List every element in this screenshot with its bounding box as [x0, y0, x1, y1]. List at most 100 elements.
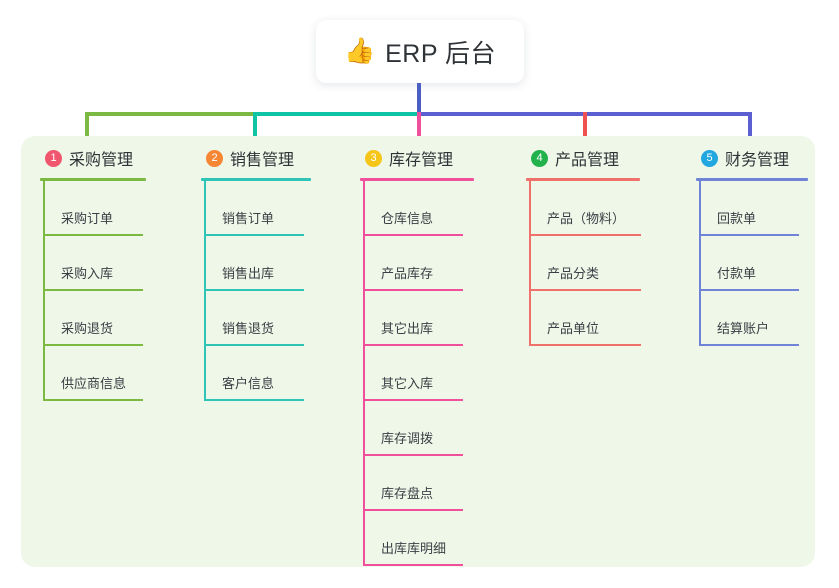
connector-drop-4	[583, 112, 587, 152]
column-spine	[699, 181, 701, 346]
sitemap-item-rule	[363, 564, 463, 566]
sitemap-item-label: 产品库存	[381, 266, 434, 281]
sitemap-item-label: 付款单	[717, 266, 757, 281]
column-header-rule	[360, 178, 474, 181]
sitemap-item-rule	[363, 399, 463, 401]
sitemap-column: 4 产品管理产品（物料） 产品分类产品单位	[526, 146, 686, 346]
sitemap-item-label: 销售订单	[222, 211, 275, 226]
sitemap-item-label: 仓库信息	[381, 211, 434, 226]
column-title: 销售管理	[230, 152, 295, 169]
sitemap-item[interactable]: 出库库明细	[363, 511, 520, 566]
sitemap-item[interactable]: 产品单位	[529, 291, 686, 346]
sitemap-item-rule	[43, 289, 143, 291]
column-spine	[363, 181, 365, 566]
sitemap-item-label: 出库库明细	[381, 541, 447, 556]
sitemap-item-label: 产品单位	[547, 321, 600, 336]
sitemap-item-rule	[204, 289, 304, 291]
sitemap-item[interactable]: 采购退货	[43, 291, 200, 346]
sitemap-item-rule	[363, 234, 463, 236]
column-spine	[529, 181, 531, 346]
sitemap-item-label: 采购退货	[61, 321, 114, 336]
sitemap-item-label: 库存盘点	[381, 486, 434, 501]
sitemap-item-label: 其它入库	[381, 376, 434, 391]
column-title: 库存管理	[389, 152, 454, 169]
column-header[interactable]: 2 销售管理	[201, 146, 361, 170]
column-header[interactable]: 3 库存管理	[360, 146, 520, 170]
connector-bus-green	[85, 112, 255, 116]
column-number-badge: 2	[206, 149, 223, 167]
column-header[interactable]: 5 财务管理	[696, 146, 839, 170]
sitemap-item-label: 采购订单	[61, 211, 114, 226]
sitemap-item[interactable]: 销售订单	[204, 181, 361, 236]
column-number-badge: 3	[365, 149, 382, 167]
sitemap-item[interactable]: 采购入库	[43, 236, 200, 291]
sitemap-item[interactable]: 回款单	[699, 181, 839, 236]
sitemap-item-label: 销售退货	[222, 321, 275, 336]
sitemap-item[interactable]: 销售出库	[204, 236, 361, 291]
sitemap-item[interactable]: 采购订单	[43, 181, 200, 236]
sitemap-column: 2 销售管理销售订单销售出库销售退货客户信息	[201, 146, 361, 401]
sitemap-item-rule	[699, 289, 799, 291]
sitemap-panel	[21, 136, 815, 567]
sitemap-item-label: 其它出库	[381, 321, 434, 336]
sitemap-item[interactable]: 其它出库	[363, 291, 520, 346]
connector-drop-2	[253, 112, 257, 152]
column-title: 财务管理	[725, 152, 790, 169]
sitemap-item[interactable]: 供应商信息	[43, 346, 200, 401]
sitemap-item[interactable]: 销售退货	[204, 291, 361, 346]
column-number-badge: 5	[701, 149, 718, 167]
column-item-list: 仓库信息产品库存其它出库其它入库库存调拨库存盘点出库库明细	[360, 181, 520, 566]
sitemap-item[interactable]: 产品分类	[529, 236, 686, 291]
sitemap-item-rule	[529, 344, 641, 346]
column-header-rule	[201, 178, 311, 181]
sitemap-item[interactable]: 客户信息	[204, 346, 361, 401]
sitemap-item-rule	[363, 289, 463, 291]
sitemap-column: 5 财务管理回款单付款单结算账户	[696, 146, 839, 346]
sitemap-item-rule	[699, 344, 799, 346]
connector-drop-3	[417, 112, 421, 152]
sitemap-column: 3 库存管理仓库信息产品库存其它出库其它入库库存调拨库存盘点出库库明细	[360, 146, 520, 566]
column-item-list: 产品（物料） 产品分类产品单位	[526, 181, 686, 346]
sitemap-item-label: 库存调拨	[381, 431, 434, 446]
sitemap-item-rule	[43, 234, 143, 236]
sitemap-item-rule	[363, 454, 463, 456]
sitemap-item-label: 供应商信息	[61, 376, 127, 391]
page-title: ERP 后台	[385, 39, 497, 68]
column-title: 产品管理	[555, 152, 620, 169]
sitemap-item-rule	[363, 509, 463, 511]
connector-stem	[417, 83, 421, 114]
sitemap-item-label: 采购入库	[61, 266, 114, 281]
sitemap-item[interactable]: 其它入库	[363, 346, 520, 401]
column-spine	[43, 181, 45, 401]
connector-bus-teal	[253, 112, 419, 116]
column-spine	[204, 181, 206, 401]
root-title-card[interactable]: 👍 ERP 后台	[316, 20, 524, 83]
column-header[interactable]: 4 产品管理	[526, 146, 686, 170]
sitemap-item[interactable]: 产品（物料）	[529, 181, 686, 236]
sitemap-item[interactable]: 库存调拨	[363, 401, 520, 456]
sitemap-item[interactable]: 付款单	[699, 236, 839, 291]
column-header-rule	[526, 178, 640, 181]
sitemap-item-label: 产品（物料）	[547, 211, 626, 226]
sitemap-item-rule	[204, 344, 304, 346]
sitemap-item-label: 销售出库	[222, 266, 275, 281]
sitemap-item-rule	[529, 289, 641, 291]
sitemap-item[interactable]: 结算账户	[699, 291, 839, 346]
sitemap-item-rule	[204, 234, 304, 236]
sitemap-item-rule	[43, 399, 143, 401]
sitemap-item-label: 回款单	[717, 211, 757, 226]
sitemap-item[interactable]: 仓库信息	[363, 181, 520, 236]
sitemap-item-rule	[204, 399, 304, 401]
sitemap-item-rule	[529, 234, 641, 236]
sitemap-item-rule	[363, 344, 463, 346]
sitemap-item[interactable]: 库存盘点	[363, 456, 520, 511]
column-header-rule	[696, 178, 808, 181]
sitemap-item-rule	[43, 344, 143, 346]
connector-drop-5	[748, 112, 752, 152]
column-number-badge: 1	[45, 149, 62, 167]
column-item-list: 销售订单销售出库销售退货客户信息	[201, 181, 361, 401]
sitemap-item[interactable]: 产品库存	[363, 236, 520, 291]
column-number-badge: 4	[531, 149, 548, 167]
